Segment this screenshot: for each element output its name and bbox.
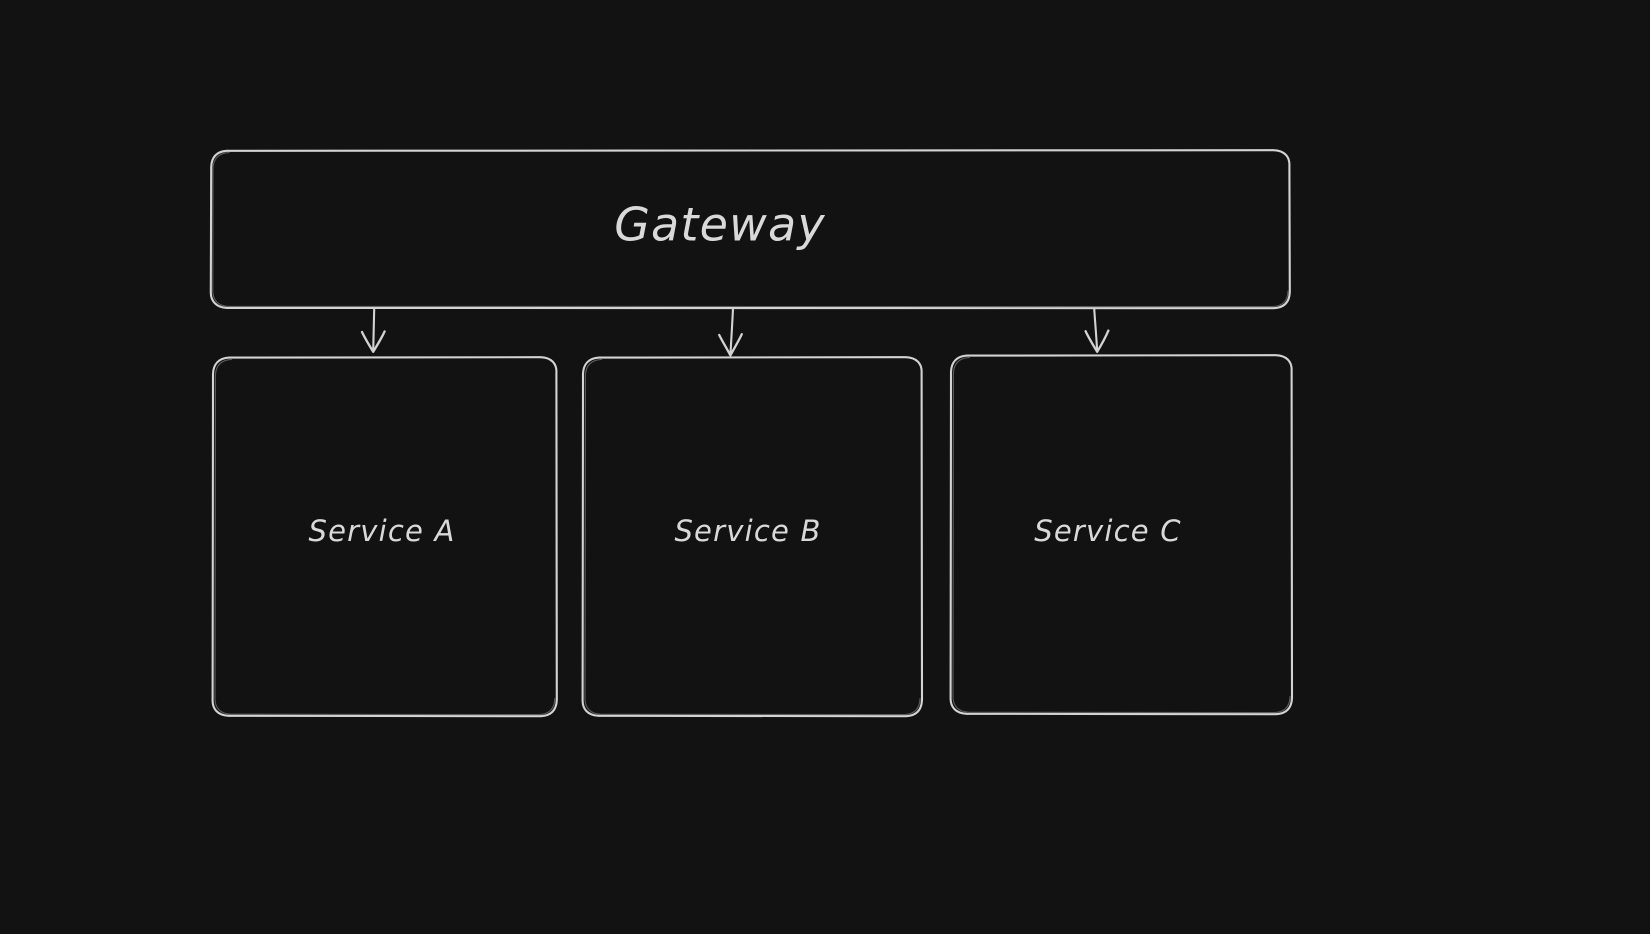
edge-gateway-to-service-a-arrowhead xyxy=(360,330,386,353)
node-service-b-shape[interactable] xyxy=(581,356,924,718)
node-gateway-label: Gateway xyxy=(614,198,826,252)
node-service-c-shape-sketch-overlay xyxy=(952,356,1291,714)
node-gateway-shape[interactable] xyxy=(209,149,1291,310)
edge-gateway-to-service-a[interactable] xyxy=(360,307,386,353)
node-service-c-shape[interactable] xyxy=(949,354,1294,716)
node-service-a-shape[interactable] xyxy=(211,356,558,718)
edge-gateway-to-service-c[interactable] xyxy=(1084,307,1110,353)
node-gateway-shape-sketch-overlay xyxy=(212,152,1289,308)
edge-gateway-to-service-b-arrowhead xyxy=(718,333,743,357)
node-service-b-label: Service B xyxy=(674,514,821,548)
node-service-c-label: Service C xyxy=(1034,514,1181,548)
edge-gateway-to-service-c-arrowhead xyxy=(1084,329,1110,353)
edge-gateway-to-service-c-line xyxy=(1093,307,1099,353)
node-service-c[interactable]: Service C xyxy=(949,354,1294,716)
node-service-a[interactable]: Service A xyxy=(211,356,558,718)
node-gateway[interactable]: Gateway xyxy=(209,149,1291,310)
node-service-b[interactable]: Service B xyxy=(581,356,924,718)
edge-gateway-to-service-a-line xyxy=(372,307,376,353)
edge-gateway-to-service-b[interactable] xyxy=(718,307,743,357)
edge-gateway-to-service-b-line xyxy=(729,307,735,357)
node-service-b-shape-sketch-overlay xyxy=(584,358,921,716)
node-service-a-label: Service A xyxy=(308,514,455,548)
node-service-a-shape-sketch-overlay xyxy=(214,358,556,716)
